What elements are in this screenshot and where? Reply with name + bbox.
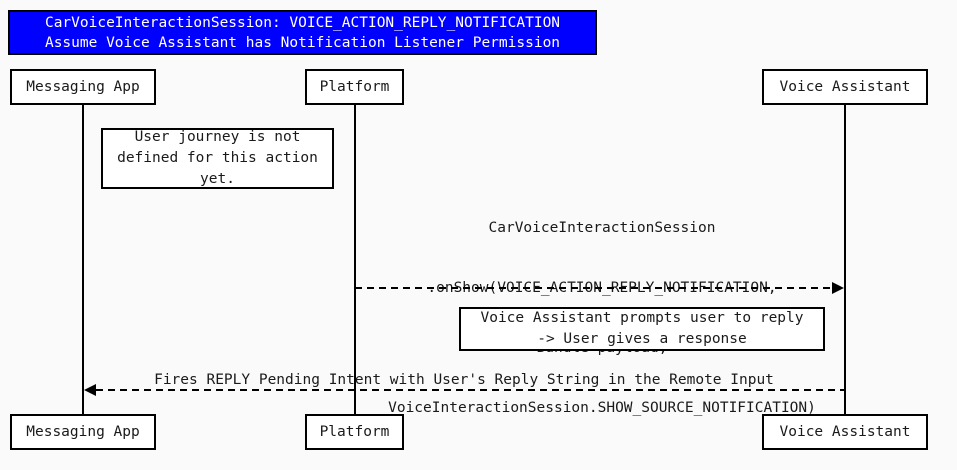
participant-label-messaging-app: Messaging App xyxy=(26,79,140,95)
diagram-title-banner: CarVoiceInteractionSession: VOICE_ACTION… xyxy=(8,10,597,55)
lifeline-voice-assistant xyxy=(844,104,846,415)
diagram-title-line-1: CarVoiceInteractionSession: VOICE_ACTION… xyxy=(44,14,561,31)
note-user-journey-line-3: yet. xyxy=(200,171,235,187)
note-voice-prompt-line-1: Voice Assistant prompts user to reply xyxy=(480,310,804,326)
participant-label-voice-assistant: Voice Assistant xyxy=(779,79,911,95)
arrowhead-left-icon xyxy=(84,384,96,396)
participant-top-messaging-app[interactable]: Messaging App xyxy=(10,69,156,105)
diagram-title-line-2: Assume Voice Assistant has Notification … xyxy=(44,34,561,51)
note-user-journey-line-1: User journey is not xyxy=(134,129,301,145)
note-voice-prompt-line-2: -> User gives a response xyxy=(537,331,747,347)
note-user-journey-line-2: defined for this action xyxy=(117,150,318,166)
note-user-journey: User journey is not defined for this act… xyxy=(101,128,334,189)
arrowhead-right-icon xyxy=(832,282,844,294)
participant-bottom-platform[interactable]: Platform xyxy=(305,414,404,450)
participant-top-platform[interactable]: Platform xyxy=(305,69,404,105)
participant-bottom-voice-assistant[interactable]: Voice Assistant xyxy=(762,414,928,450)
lifeline-messaging-app xyxy=(82,104,84,415)
message-label-onshow-line-4: VoiceInteractionSession.SHOW_SOURCE_NOTI… xyxy=(388,400,816,416)
message-arrow-reply-intent xyxy=(84,384,845,396)
participant-label-voice-assistant-bottom: Voice Assistant xyxy=(779,424,911,440)
message-label-onshow-line-1: CarVoiceInteractionSession xyxy=(488,220,716,236)
participant-bottom-messaging-app[interactable]: Messaging App xyxy=(10,414,156,450)
participant-label-platform-bottom: Platform xyxy=(319,424,390,440)
lifeline-platform xyxy=(354,104,356,415)
note-voice-prompt: Voice Assistant prompts user to reply ->… xyxy=(459,307,825,351)
participant-label-messaging-app-bottom: Messaging App xyxy=(26,424,140,440)
participant-label-platform: Platform xyxy=(319,79,390,95)
message-label-reply-intent: Fires REPLY Pending Intent with User's R… xyxy=(154,372,774,388)
message-arrow-onshow xyxy=(355,282,844,294)
participant-top-voice-assistant[interactable]: Voice Assistant xyxy=(762,69,928,105)
